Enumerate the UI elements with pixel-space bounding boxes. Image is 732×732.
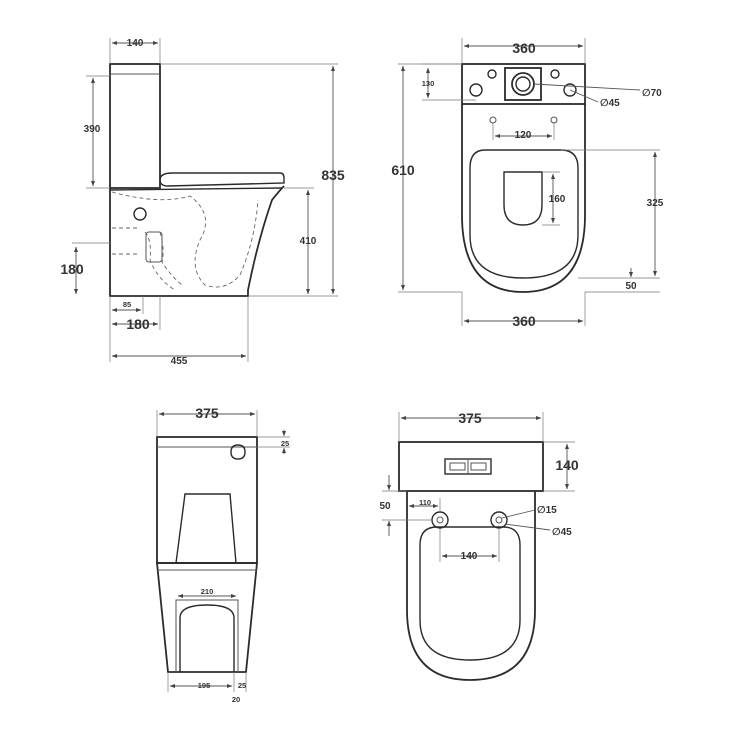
top-inner-opening	[503, 171, 543, 226]
plan-view: 375 140 50 110 140 ∅15 ∅45	[379, 410, 579, 681]
side-bowl	[109, 185, 285, 297]
dim-hole-dia: ∅45	[600, 98, 620, 109]
dim-outlet-height: 180	[60, 261, 84, 277]
dim-left-gap: 195	[198, 681, 211, 690]
plan-bowl	[406, 491, 536, 681]
front-view: 375 25 210 195 25 20	[156, 405, 290, 704]
front-base-cutout	[179, 604, 235, 672]
dim-total-depth: 455	[171, 356, 188, 367]
plan-bolt-right	[490, 511, 508, 529]
dim-hole-spacing: 120	[515, 130, 532, 141]
dim-bolt-dia: ∅15	[537, 505, 557, 516]
front-pedestal	[156, 562, 258, 673]
dim-edge-to-hole: 110	[419, 498, 431, 507]
dim-base-offset: 50	[625, 281, 637, 292]
dim-total-height: 835	[321, 167, 345, 183]
top-cistern	[461, 63, 586, 105]
dim-bowl-height: 410	[300, 236, 317, 247]
top-view: 360 130 120 610 160 325 50 360 ∅70 ∅45	[391, 38, 664, 329]
dim-bolt-spacing: 140	[461, 551, 478, 562]
dim-cistern-height: 390	[84, 124, 101, 135]
plan-bolt-left	[431, 511, 449, 529]
side-view: 140 390 835 410 180 85 180 455	[60, 38, 345, 367]
dim-outlet-offset: 85	[123, 300, 131, 309]
dim-inner-length: 160	[549, 194, 566, 205]
front-cistern	[156, 436, 258, 564]
dim-plan-width: 375	[458, 410, 482, 426]
dim-button-dia: ∅70	[642, 88, 662, 99]
dim-bottom-width: 360	[512, 313, 536, 329]
dim-foot: 20	[232, 695, 240, 704]
front-seat-lid	[175, 493, 237, 564]
dim-hole-offset-plan: 50	[379, 501, 391, 512]
dim-cistern-width: 140	[127, 38, 144, 49]
dim-hole-offset: 130	[422, 79, 435, 88]
dim-cistern-depth: 140	[555, 457, 579, 473]
dim-front-width: 375	[195, 405, 219, 421]
dim-right-gap: 25	[238, 681, 246, 690]
dim-cap-dia: ∅45	[552, 527, 572, 538]
dim-total-length: 610	[391, 162, 415, 178]
dim-seat-length: 325	[647, 198, 664, 209]
plan-seat-opening	[419, 526, 521, 661]
dim-base-width: 210	[201, 587, 214, 596]
dim-top-width: 360	[512, 40, 536, 56]
top-seat	[469, 149, 579, 279]
side-cistern	[109, 63, 161, 189]
plan-cistern	[398, 441, 544, 492]
top-bowl	[461, 104, 586, 293]
dim-lid-offset: 25	[281, 439, 289, 448]
side-seat	[159, 172, 285, 187]
dim-outlet-depth: 180	[126, 316, 150, 332]
